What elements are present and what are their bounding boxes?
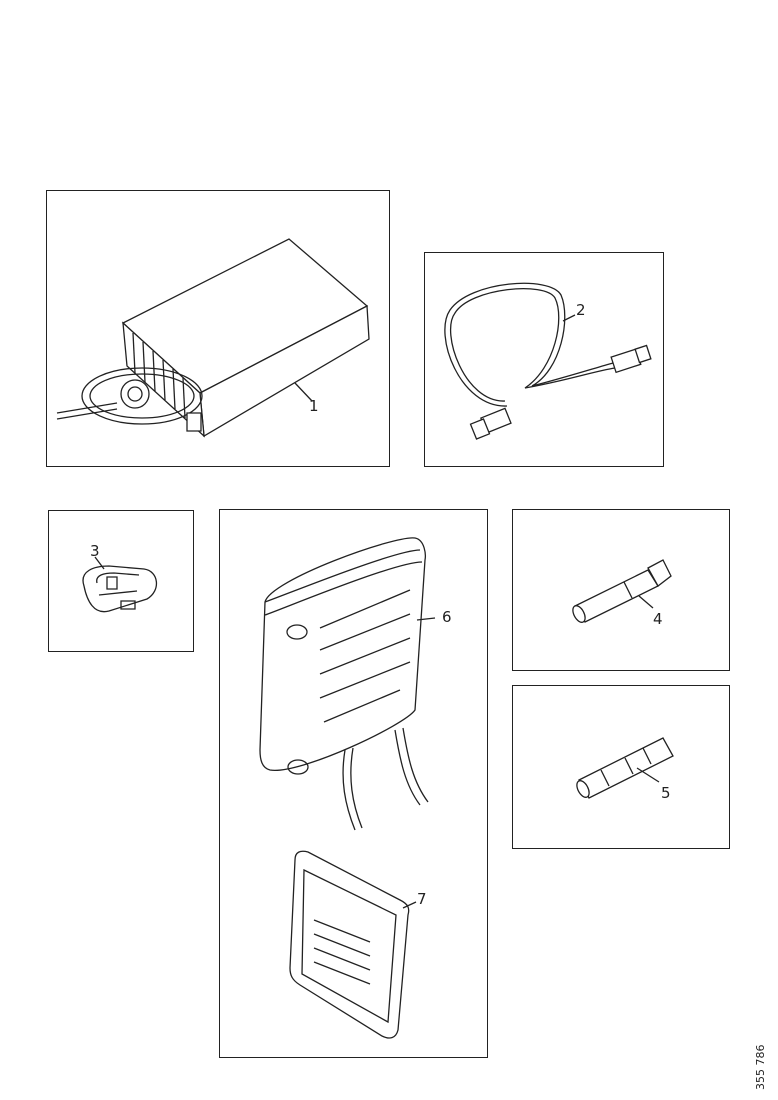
callout-3: 3 — [90, 542, 100, 560]
panel-part-4: 4 — [512, 509, 730, 671]
panel-part-1: 1 — [46, 190, 390, 467]
panel-part-5: 5 — [512, 685, 730, 849]
adapter-4-illustration — [513, 510, 731, 672]
power-unit-illustration — [47, 191, 391, 468]
panel-part-3: 3 — [48, 510, 194, 652]
callout-7: 7 — [417, 890, 427, 908]
callout-4: 4 — [653, 610, 663, 628]
callout-6: 6 — [442, 608, 452, 626]
panel-part-6-7: 6 7 — [219, 509, 488, 1058]
panel-part-2: 2 — [424, 252, 664, 467]
cable-illustration — [425, 253, 665, 468]
callout-1: 1 — [309, 397, 319, 415]
connector-5-illustration — [513, 686, 731, 850]
callout-2: 2 — [576, 301, 586, 319]
clip-illustration — [49, 511, 195, 653]
callout-5: 5 — [661, 784, 671, 802]
control-unit-illustration — [220, 510, 489, 1059]
document-number: 355 786 — [754, 1044, 767, 1091]
